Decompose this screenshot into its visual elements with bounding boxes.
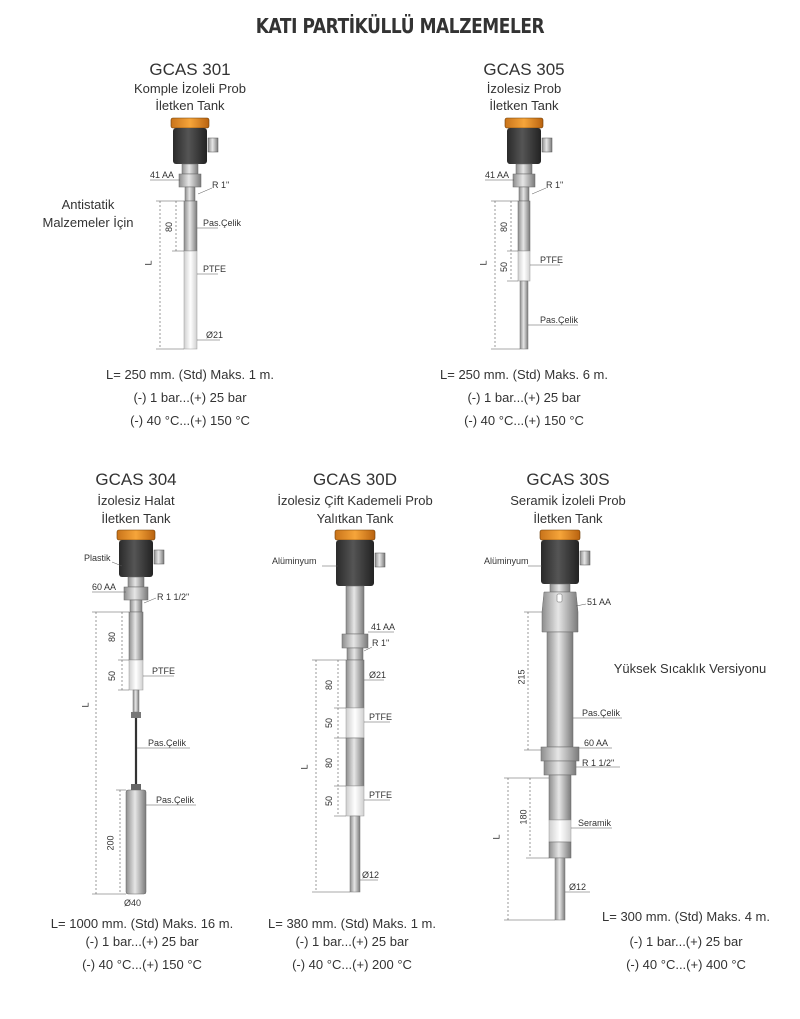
- gcas-30s-thread-label: R 1 1/2": [582, 758, 615, 768]
- gcas-30d-desc-line1: İzolesiz Çift Kademeli Prob: [277, 493, 433, 508]
- probe-gcas-30s-drawing: [504, 529, 622, 921]
- gcas-305-pressure: (-) 1 bar...(+) 25 bar: [467, 390, 581, 405]
- probe-gcas-304-drawing: [92, 529, 196, 895]
- gcas-301-pressure: (-) 1 bar...(+) 25 bar: [133, 390, 247, 405]
- gcas-301-side-note-line2: Malzemeler İçin: [42, 215, 134, 230]
- gcas-304-model: GCAS 304: [95, 470, 177, 489]
- gcas-304-length: L= 1000 mm. (Std) Maks. 16 m.: [50, 916, 234, 931]
- page-title: KATI PARTİKÜLLÜ MALZEMELER: [255, 14, 545, 38]
- gcas-301-length: L= 250 mm. (Std) Maks. 1 m.: [106, 367, 274, 382]
- gcas-30d-dim-l: L: [299, 764, 310, 770]
- gcas-301-ptfe-label: PTFE: [203, 264, 227, 274]
- gcas-301-side-note-line1: Antistatik: [61, 197, 115, 212]
- gcas-304-desc-line2: İletken Tank: [101, 511, 171, 526]
- gcas-30d-dim-50a: 50: [324, 717, 335, 729]
- gcas-305-ptfe-label: PTFE: [540, 255, 564, 265]
- gcas-305-steel-label: Pas.Çelik: [540, 315, 579, 325]
- gcas-304-desc-line1: İzolesiz Halat: [97, 493, 175, 508]
- gcas-30d-ptfe-label-2: PTFE: [369, 790, 393, 800]
- gcas-301-thread-label: R 1": [212, 180, 230, 190]
- gcas-30d-ptfe-label-1: PTFE: [369, 712, 393, 722]
- gcas-30s-desc-line1: Seramik İzoleli Prob: [510, 493, 626, 508]
- gcas-304-dim-200: 200: [105, 835, 116, 851]
- gcas-305-length: L= 250 mm. (Std) Maks. 6 m.: [440, 367, 608, 382]
- gcas-30s-dim-215: 215: [516, 669, 527, 685]
- gcas-30d-thread-label: R 1": [372, 638, 390, 648]
- gcas-30d-model: GCAS 30D: [312, 470, 398, 489]
- gcas-30d-desc-line2: Yalıtkan Tank: [316, 511, 394, 526]
- gcas-301-desc-line2: İletken Tank: [155, 98, 225, 113]
- gcas-304-steel-label-1: Pas.Çelik: [148, 738, 187, 748]
- gcas-304-hex-label: 60 AA: [92, 582, 117, 592]
- gcas-30d-alu-label: Alüminyum: [272, 556, 317, 566]
- probe-gcas-305-drawing: [485, 117, 578, 350]
- gcas-304-temperature: (-) 40 °C...(+) 150 °C: [82, 957, 202, 972]
- gcas-30s-length: L= 300 mm. (Std) Maks. 4 m.: [602, 909, 770, 924]
- gcas-305-desc-line2: İletken Tank: [489, 98, 559, 113]
- gcas-30d-dim-80b: 80: [324, 757, 335, 769]
- gcas-301-steel-label: Pas.Çelik: [203, 218, 242, 228]
- gcas-304-dim-50: 50: [107, 670, 118, 682]
- gcas-30s-hex60-label: 60 AA: [584, 738, 609, 748]
- gcas-304-pressure: (-) 1 bar...(+) 25 bar: [85, 934, 199, 949]
- gcas-304-dia-label: Ø40: [124, 898, 142, 908]
- gcas-30d-dia12-label: Ø12: [362, 870, 380, 880]
- gcas-30s-dim-180: 180: [518, 809, 529, 825]
- gcas-30d-pressure: (-) 1 bar...(+) 25 bar: [295, 934, 409, 949]
- gcas-30s-temperature: (-) 40 °C...(+) 400 °C: [626, 957, 746, 972]
- gcas-30d-dia21-label: Ø21: [369, 670, 387, 680]
- gcas-301-desc-line1: Komple İzoleli Prob: [134, 81, 246, 96]
- gcas-305-dim-80: 80: [499, 221, 510, 233]
- probe-gcas-301-drawing: [150, 117, 220, 350]
- gcas-305-desc-line1: İzolesiz Prob: [486, 81, 562, 96]
- gcas-301-dim-80: 80: [164, 221, 175, 233]
- gcas-304-steel-label-2: Pas.Çelik: [156, 795, 195, 805]
- gcas-30s-hex51-label: 51 AA: [587, 597, 612, 607]
- gcas-30s-desc-line2: İletken Tank: [533, 511, 603, 526]
- gcas-304-dim-l: L: [80, 702, 91, 708]
- gcas-301-hex-label: 41 AA: [150, 170, 175, 180]
- gcas-30s-pressure: (-) 1 bar...(+) 25 bar: [629, 934, 743, 949]
- gcas-30d-length: L= 380 mm. (Std) Maks. 1 m.: [268, 916, 436, 931]
- gcas-301-dim-l: L: [143, 260, 154, 266]
- gcas-305-dim-l: L: [478, 260, 489, 266]
- probe-gcas-30d-drawing: [312, 529, 394, 893]
- gcas-30d-hex-label: 41 AA: [371, 622, 396, 632]
- gcas-30s-dim-l: L: [491, 834, 502, 840]
- gcas-301-dia-label: Ø21: [206, 330, 224, 340]
- gcas-30s-steel-label: Pas.Çelik: [582, 708, 621, 718]
- gcas-30d-dim-80a: 80: [324, 679, 335, 691]
- gcas-305-hex-label: 41 AA: [485, 170, 510, 180]
- gcas-304-ptfe-label: PTFE: [152, 666, 176, 676]
- gcas-30s-side-note: Yüksek Sıcaklık Versiyonu: [613, 661, 767, 676]
- gcas-305-model: GCAS 305: [483, 60, 565, 79]
- gcas-30s-model: GCAS 30S: [526, 470, 610, 489]
- gcas-305-temperature: (-) 40 °C...(+) 150 °C: [464, 413, 584, 428]
- gcas-301-model: GCAS 301: [149, 60, 231, 79]
- gcas-305-dim-50: 50: [499, 261, 510, 273]
- gcas-30s-dia-label: Ø12: [569, 882, 587, 892]
- gcas-301-temperature: (-) 40 °C...(+) 150 °C: [130, 413, 250, 428]
- gcas-304-plastic-label: Plastik: [84, 553, 111, 563]
- gcas-305-thread-label: R 1": [546, 180, 564, 190]
- gcas-30s-ceramic-label: Seramik: [578, 818, 612, 828]
- gcas-304-thread-label: R 1 1/2": [157, 592, 190, 602]
- gcas-304-dim-80: 80: [107, 631, 118, 643]
- gcas-30s-alu-label: Alüminyum: [484, 556, 529, 566]
- gcas-30d-temperature: (-) 40 °C...(+) 200 °C: [292, 957, 412, 972]
- gcas-30d-dim-50b: 50: [324, 795, 335, 807]
